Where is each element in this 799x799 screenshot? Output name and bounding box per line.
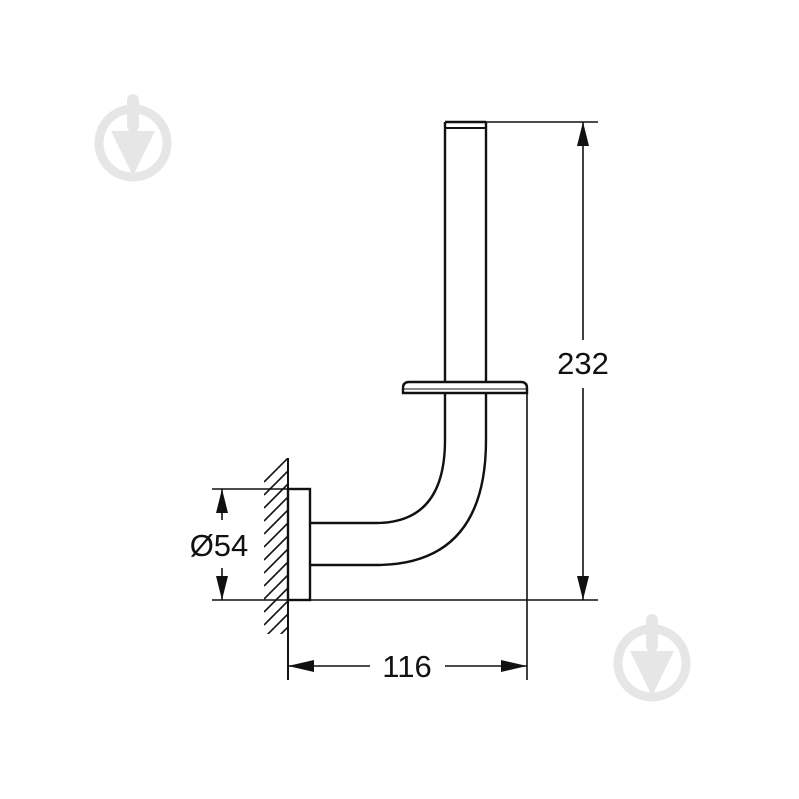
arrow-down-icon [577,576,589,600]
arm-inner-edge [310,393,447,525]
dimension-diameter-label: Ø54 [190,528,249,563]
dimension-height-label: 232 [557,346,609,381]
holder-body [286,120,529,602]
watermark-logo-top-left [94,94,172,182]
wall-hatching [264,458,288,634]
arm-outer-edge [310,393,488,567]
watermark-logo-bottom-right [613,614,691,702]
shelf-plate [401,380,529,395]
extension-lines [212,121,598,680]
trowel-in-circle-icon [613,614,691,702]
dimension-projection: 116 [288,649,527,684]
arrow-up-icon [577,122,589,146]
dimension-height: 232 [557,122,609,600]
arrow-up-icon [216,489,228,513]
arrow-right-icon [501,660,527,672]
trowel-in-circle-icon [94,94,172,182]
wall [264,458,289,680]
arrow-left-icon [288,660,314,672]
dimension-projection-label: 116 [382,649,431,684]
arrow-down-icon [216,576,228,600]
rosette-plate [286,487,312,602]
dimension-diameter: Ø54 [190,489,249,600]
